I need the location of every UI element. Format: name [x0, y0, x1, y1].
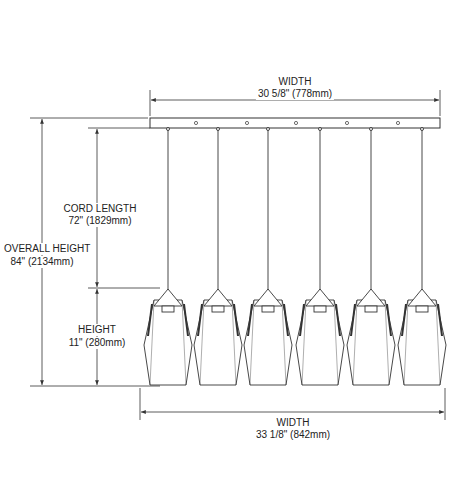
dimension-value: 11" (280mm): [67, 337, 128, 349]
pendant-lamp: [144, 128, 192, 386]
dimension-name: HEIGHT: [76, 324, 118, 336]
dimension-value: 30 5/8" (778mm): [256, 88, 334, 100]
canopy-hole: [396, 121, 399, 124]
pendant-lamp: [244, 128, 292, 386]
dimension-value: 84" (2134mm): [8, 256, 75, 268]
dimension-value: 33 1/8" (842mm): [254, 429, 332, 441]
pendant-lamp: [398, 128, 446, 386]
dimension-name: CORD LENGTH: [62, 203, 139, 215]
pendant-lamp: [347, 128, 395, 386]
dimension-value: 72" (1829mm): [66, 215, 133, 227]
pendant-lamp: [194, 128, 242, 386]
dimension-name: OVERALL HEIGHT: [2, 243, 92, 255]
pendant-lamp: [296, 128, 344, 386]
canopy-hole: [245, 121, 248, 124]
canopy-hole: [194, 121, 197, 124]
canopy-hole: [345, 121, 348, 124]
dimension-name: WIDTH: [275, 417, 312, 429]
canopy-hole: [294, 121, 297, 124]
dimension-name: WIDTH: [277, 76, 314, 88]
